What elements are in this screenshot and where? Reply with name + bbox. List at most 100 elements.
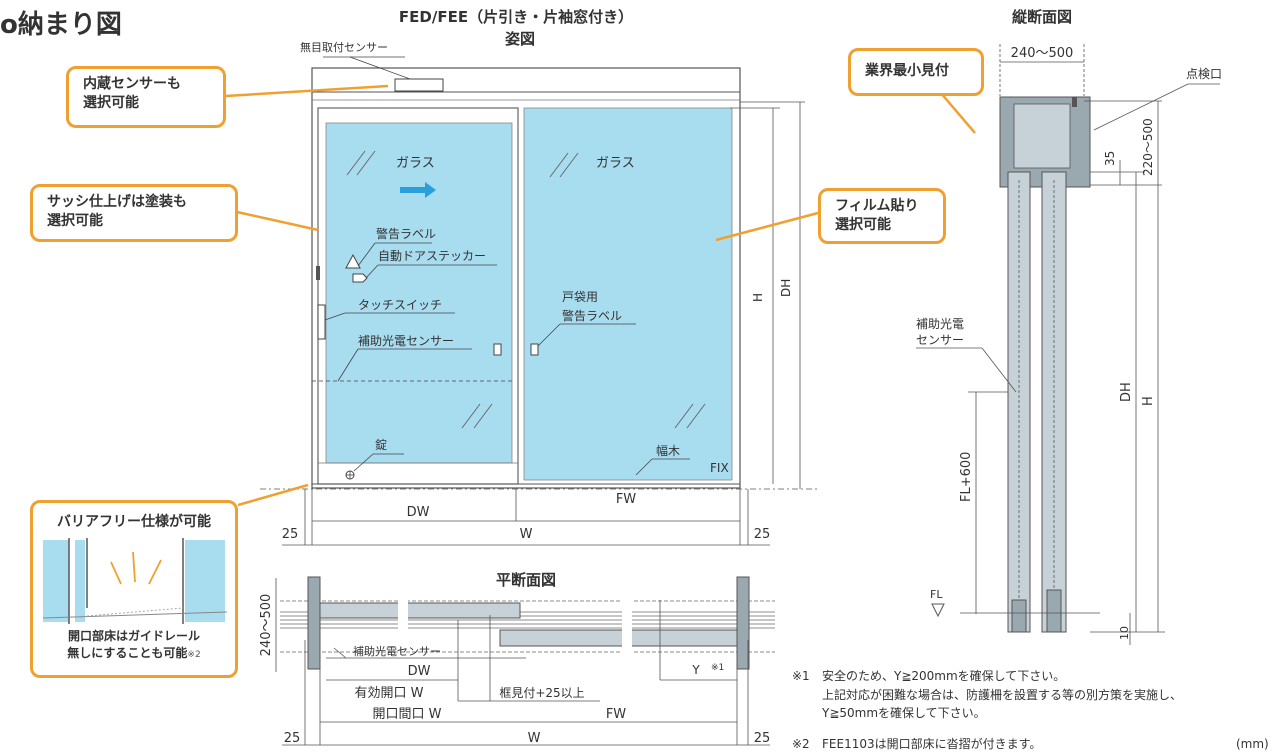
- plan-25-right: 25: [754, 731, 771, 746]
- callout-builtin-sensor: 内蔵センサーも 選択可能: [66, 66, 226, 128]
- plan-view: 補助光電センサー DW 有効開口 W 框見付+25以上 開口間口 W FW W …: [259, 576, 775, 746]
- section-head-cap: [1072, 97, 1077, 107]
- unit-label: (mm): [1236, 737, 1269, 751]
- callout-min-frame: 業界最小見付: [848, 48, 984, 96]
- front-vertical-dims: [730, 101, 805, 489]
- dim-10: 10: [1118, 626, 1131, 640]
- front-view: 無目取付センサー ガラス ガラス 警告ラベル 自動ドアステッカー: [260, 40, 820, 546]
- callout-sash-finish-line1: サッシ仕上げは塗装も: [47, 194, 187, 210]
- callout-builtin-sensor-line1: 内蔵センサーも: [83, 76, 181, 92]
- plan-DW: DW: [408, 664, 431, 679]
- callout-floor-rail-line1: 開口部床はガイドレール: [67, 629, 200, 643]
- plan-break-1: [398, 596, 408, 632]
- plan-break-2: [622, 596, 632, 656]
- front-horizontal-dims: [282, 489, 770, 546]
- inspection-label: 点検口: [1186, 67, 1222, 81]
- callout-builtin-sensor-line2: 選択可能: [83, 95, 139, 111]
- plan-jamb-right: [736, 576, 750, 670]
- sticker-icon: [352, 273, 368, 283]
- plan-view-title: 平断面図: [496, 571, 556, 589]
- sensor-label: 無目取付センサー: [300, 40, 388, 54]
- callout-barrier-free: バリアフリー仕様が可能 開口部床はガイドレール 無しにすることも可能※2: [30, 500, 238, 678]
- callout-floor-rail-line2: 無しにすることも可能: [67, 646, 188, 660]
- open-direction-arrow: [400, 182, 436, 198]
- glass-label-right: ガラス: [596, 156, 635, 171]
- dim-H-front: H: [751, 293, 765, 302]
- dim-DH-front: DH: [779, 279, 793, 297]
- baseboard-label: 幅木: [656, 443, 680, 458]
- glass-fix-right: [524, 108, 732, 480]
- plan-effective-opening: 有効開口 W: [355, 686, 424, 701]
- sensor-box: [394, 78, 444, 92]
- callout-floor-rail-mark: ※2: [187, 650, 201, 660]
- page-title: o納まり図: [0, 10, 122, 40]
- dim-FW-front: FW: [616, 492, 636, 507]
- glass-pane-left: [43, 540, 69, 622]
- callout-sash-finish-line2: 選択可能: [47, 213, 103, 229]
- sensor-leader: [349, 56, 411, 80]
- dim-220: 220〜500: [1141, 118, 1155, 176]
- FL-label: FL: [930, 588, 943, 601]
- note-1-line1: 安全のため、Y≧200mmを確保して下さい。: [822, 669, 1066, 683]
- callout-film-line2: 選択可能: [835, 217, 891, 233]
- pocket-label-line2: 警告ラベル: [562, 308, 622, 323]
- handle-icon: [316, 266, 320, 280]
- note-1-line3: Y≧50mmを確保して下さい。: [822, 706, 986, 720]
- glass-marks: [346, 150, 706, 429]
- touch-switch-icon: [317, 304, 326, 340]
- plan-door-panel: [319, 602, 521, 619]
- dim-25-left-front: 25: [282, 527, 299, 542]
- FL-triangle-icon: [931, 603, 945, 618]
- section-bottom-fix: [1046, 589, 1062, 633]
- warning-label-text: 警告ラベル: [376, 226, 436, 241]
- lock-label: 錠: [375, 437, 387, 452]
- glass-door-left: [326, 123, 512, 463]
- glass-label-left: ガラス: [396, 156, 435, 171]
- dim-25-right-front: 25: [754, 527, 771, 542]
- plan-frame-note: 框見付+25以上: [499, 686, 584, 700]
- pocket-label-line1: 戸袋用: [562, 290, 598, 304]
- section-bottom-door: [1011, 599, 1027, 633]
- section-aux-sensor-line1: 補助光電: [916, 317, 964, 331]
- plan-25-left: 25: [284, 731, 301, 746]
- plan-Y-mark: ※1: [711, 663, 724, 673]
- note-1-mark: ※1: [792, 669, 810, 683]
- callout-barrier-free-title: バリアフリー仕様が可能: [57, 514, 211, 530]
- dim-W-front: W: [520, 527, 533, 542]
- section-view-title: 縦断面図: [1012, 8, 1072, 26]
- dim-DH-section: DH: [1119, 382, 1134, 402]
- plan-fix-panel: [499, 629, 738, 647]
- note-2-line1: FEE1103は開口部床に沓摺が付きます。: [822, 737, 1042, 751]
- callout-min-frame-text: 業界最小見付: [865, 63, 949, 79]
- dim-DW-front: DW: [407, 505, 430, 520]
- callout-floor-rail-line2-wrap: 無しにすることも可能※2: [43, 645, 225, 664]
- callout-film: フィルム貼り 選択可能: [818, 188, 946, 244]
- note-2-mark: ※2: [792, 737, 810, 751]
- barrier-free-illustration: [43, 538, 227, 624]
- aux-sensor-box-left: [493, 343, 502, 356]
- section-head-inner: [1013, 103, 1071, 169]
- plan-aux-sensor-label: 補助光電センサー: [353, 644, 441, 658]
- plan-opening-width: 開口間口 W: [373, 707, 442, 722]
- aux-sensor-label: 補助光電センサー: [358, 334, 454, 348]
- callout-sash-finish: サッシ仕上げは塗装も 選択可能: [30, 184, 238, 242]
- glass-pane-right: [185, 540, 225, 622]
- note-1-line2: 上記対応が困難な場合は、防護柵を設置する等の別方策を実施し、: [822, 688, 1183, 702]
- plan-W: W: [528, 731, 541, 746]
- dim-35: 35: [1103, 151, 1117, 166]
- callout-leaders: [225, 84, 819, 507]
- fix-glass-border: [523, 107, 733, 481]
- plan-FW: FW: [606, 707, 626, 722]
- plan-jamb-left: [307, 576, 321, 670]
- touch-switch-label: タッチスイッチ: [358, 298, 442, 312]
- door-sticker-label: 自動ドアステッカー: [378, 249, 486, 263]
- front-view-subtitle: 姿図: [505, 30, 535, 48]
- section-aux-sensor-line2: センサー: [916, 333, 964, 347]
- callout-film-line1: フィルム貼り: [835, 198, 919, 214]
- pocket-label-box: [530, 343, 539, 356]
- dim-H-section: H: [1141, 396, 1156, 406]
- plan-Y: Y: [691, 663, 700, 677]
- fix-label: FIX: [710, 461, 729, 475]
- dim-FL600: FL+600: [959, 452, 974, 502]
